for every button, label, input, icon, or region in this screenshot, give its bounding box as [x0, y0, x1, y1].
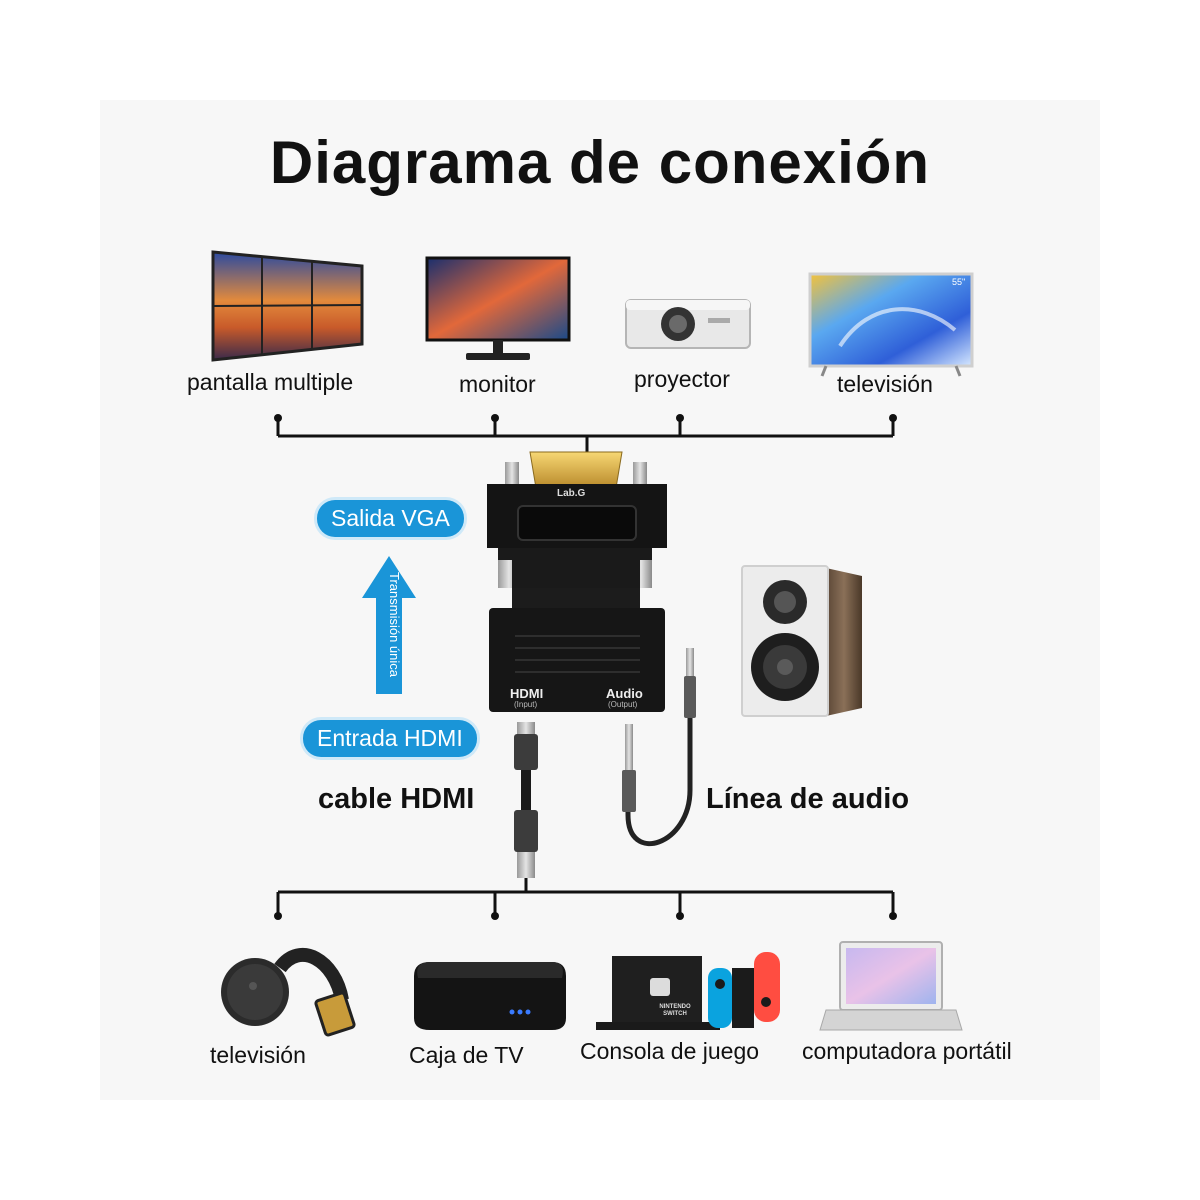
- tv-size-badge: 55": [952, 277, 965, 287]
- projector-icon: [626, 300, 750, 348]
- tv-icon: [810, 274, 972, 376]
- tv-box-icon: [414, 962, 566, 1030]
- adapter-brand: Lab.G: [557, 488, 585, 499]
- output-label-video-wall: pantalla multiple: [187, 369, 353, 396]
- speaker-icon: [742, 566, 862, 716]
- input-bus-dots: [274, 912, 897, 920]
- chromecast-icon: [221, 955, 355, 1036]
- console-screen-text: NINTENDO SWITCH: [650, 1004, 700, 1018]
- adapter-audio-port-sub: (Output): [608, 700, 637, 709]
- laptop-icon: [820, 942, 962, 1030]
- input-bus-line: [278, 892, 893, 916]
- adapter-hdmi-port-sub: (Input): [514, 700, 537, 709]
- hdmi-cable-label: cable HDMI: [318, 783, 474, 816]
- output-bus-dots: [274, 414, 897, 422]
- output-label-tv: televisión: [837, 371, 933, 398]
- transmission-label: Transmisión única: [387, 572, 402, 677]
- vga-output-badge: Salida VGA: [317, 500, 464, 537]
- audio-cable-label: Línea de audio: [706, 783, 909, 816]
- video-wall-icon: [213, 252, 362, 360]
- input-label-laptop: computadora portátil: [802, 1038, 1012, 1065]
- game-console-icon: [596, 952, 780, 1030]
- input-label-chromecast: televisión: [210, 1042, 306, 1069]
- adapter-audio-port-label: Audio: [606, 686, 643, 701]
- output-label-monitor: monitor: [459, 371, 536, 398]
- input-label-console: Consola de juego: [580, 1038, 759, 1065]
- diagram-title: Diagrama de conexión: [0, 128, 1200, 197]
- input-label-tv-box: Caja de TV: [409, 1042, 524, 1069]
- hdmi-cable: [514, 722, 538, 892]
- output-label-projector: proyector: [634, 366, 730, 393]
- hdmi-input-badge: Entrada HDMI: [303, 720, 477, 757]
- monitor-icon: [427, 258, 569, 360]
- adapter-hdmi-port-label: HDMI: [510, 686, 543, 701]
